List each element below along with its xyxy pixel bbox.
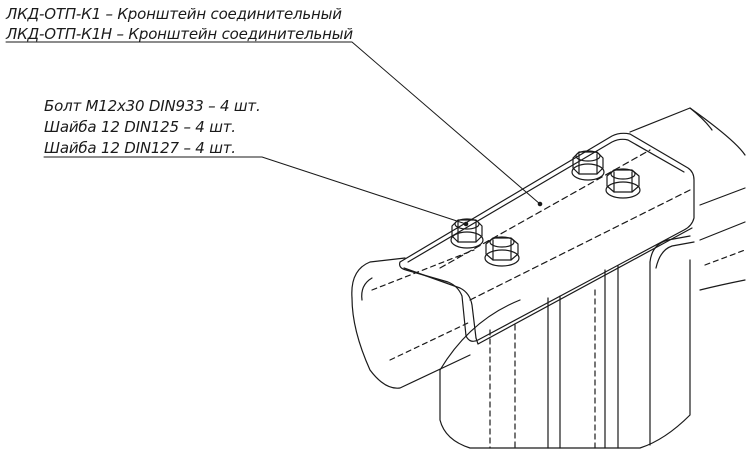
leader-fasteners — [44, 157, 466, 224]
leader-part — [6, 42, 540, 204]
bolt-head-2 — [485, 237, 519, 266]
vertical-post — [440, 260, 690, 448]
bolt-group-right — [572, 151, 640, 198]
fastener-washer-din125-label: Шайба 12 DIN125 – 4 шт. — [44, 118, 236, 136]
part-label-k1n: ЛКД-ОТП-К1Н – Кронштейн соединительный — [6, 25, 353, 43]
horizontal-tube — [352, 108, 745, 388]
part-label-k1: ЛКД-ОТП-К1 – Кронштейн соединительный — [6, 5, 342, 23]
bolt-head-3 — [572, 151, 604, 180]
leader-lines — [6, 42, 542, 226]
bolt-head-1 — [451, 219, 483, 248]
bolt-group-left — [451, 219, 519, 266]
fastener-bolt-label: Болт М12х30 DIN933 – 4 шт. — [44, 97, 261, 115]
fastener-washer-din127-label: Шайба 12 DIN127 – 4 шт. — [44, 139, 236, 157]
bolt-head-4 — [606, 169, 640, 198]
